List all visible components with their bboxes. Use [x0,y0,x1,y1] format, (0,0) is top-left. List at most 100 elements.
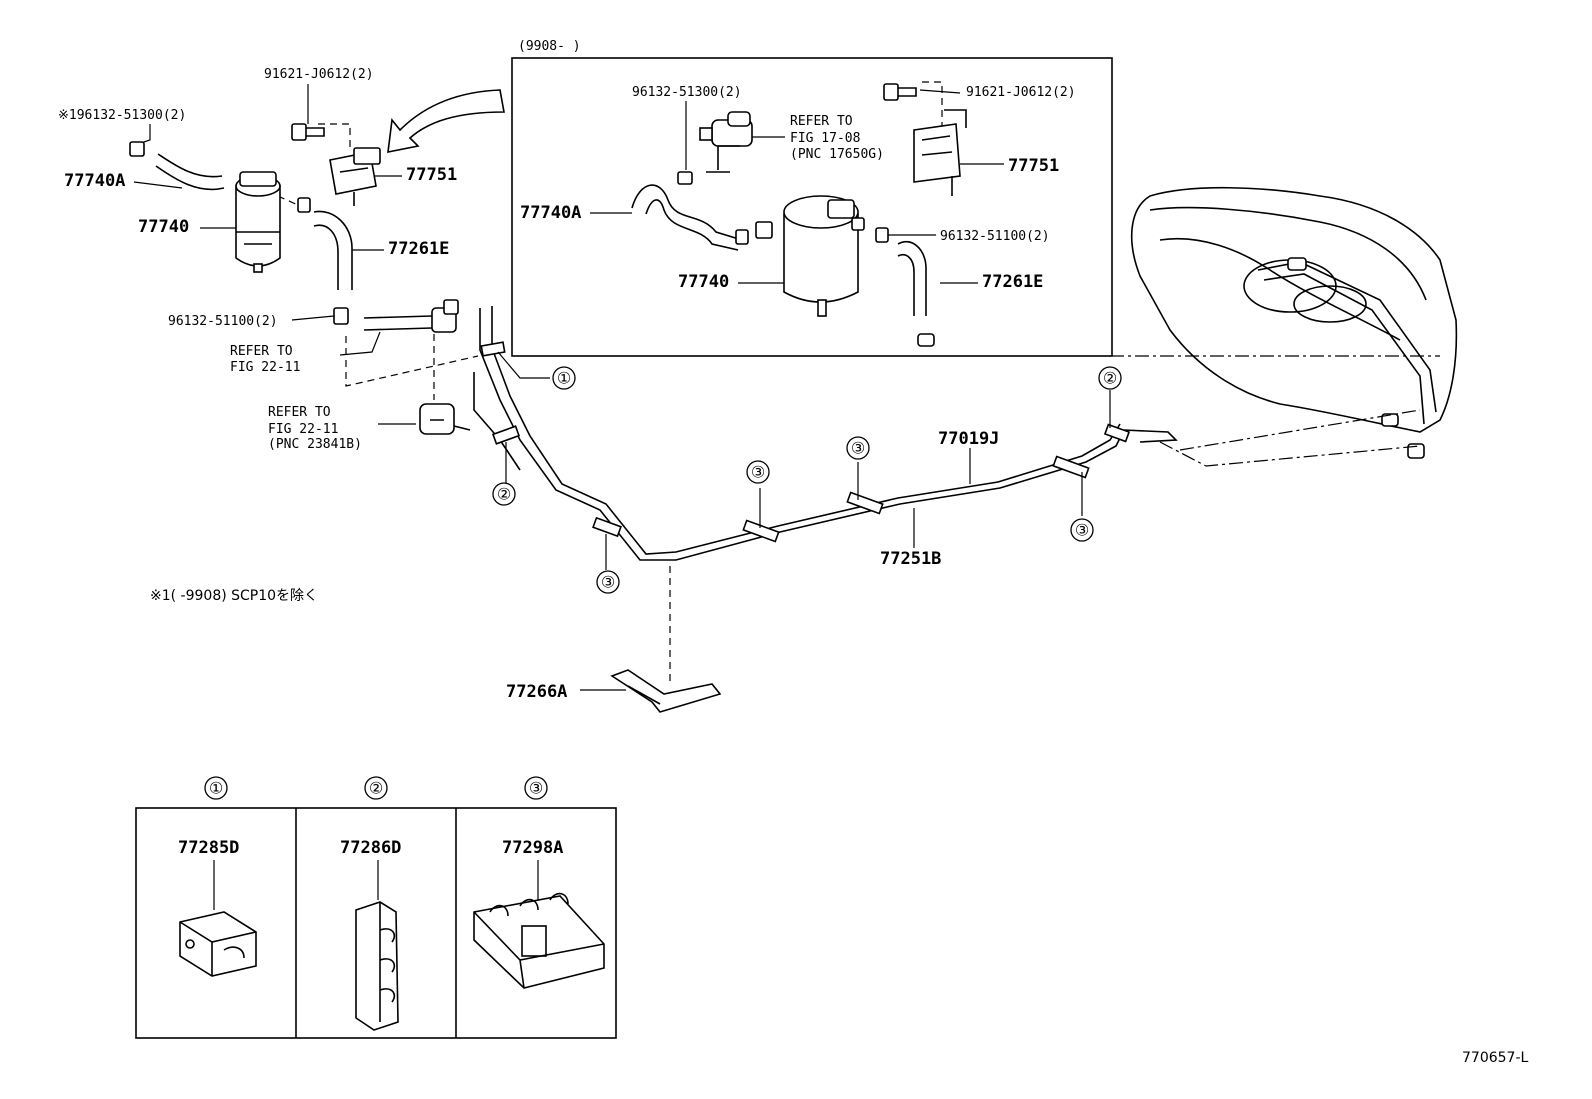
main-upper-group: 91621-J0612(2) ※196132-51300(2) 77740A 7… [58,67,505,452]
clamp-part-label: 77285D [178,838,239,858]
svg-text:②: ② [1103,369,1117,388]
main-clamp-b-icon [333,307,349,325]
callout-circle-3: ③ [596,570,620,594]
inset-hose-e [897,241,935,347]
tube-j-label: 77019J [938,429,999,449]
svg-text:③: ③ [851,439,865,458]
clamp-table-header-2: ② [364,776,388,800]
svg-text:③: ③ [751,463,765,482]
tube-clamp-3 [592,516,622,538]
main-clamp-b-label: 96132-51100(2) [168,314,278,329]
svg-text:②: ② [497,485,511,504]
inset-frame [511,57,1113,357]
main-hose-a-label: 77740A [64,171,125,191]
inset-hose-e-label: 77261E [982,272,1043,292]
callout-circle-1: ① [552,366,576,390]
main-leader [133,181,183,189]
tube-clamp-1 [480,341,506,357]
callout-leader [497,351,550,379]
clamp-part-label: 77286D [340,838,401,858]
tank-connection-dashdot [1159,409,1421,467]
fuel-tube-group: 77019J 77251B ① ② ③ ③ ③ ③ ② [473,306,1178,686]
inset-bracket-label: 77751 [1008,156,1059,176]
inset-refer-line1: REFER TO [790,114,853,129]
direction-arrow-icon [387,89,505,154]
callout-circle-3: ③ [746,460,770,484]
fuel-tube-77019j [491,306,1121,555]
tube-end-fitting [1123,429,1178,443]
figure-id: 770657-L [1462,1050,1528,1066]
bracket-a-label: 77266A [506,682,567,702]
svg-text:③: ③ [601,573,615,592]
main-hose-e-label: 77261E [388,239,449,259]
clamp-table-header-1: ① [204,776,228,800]
svg-text:②: ② [369,779,383,798]
inset-leader [919,89,961,94]
main-canister [235,171,281,273]
main-hose-a [155,153,225,191]
fuel-tube-77251b [479,308,1125,561]
tube-clamp-2 [1103,423,1131,443]
main-refer-b-line2: FIG 22-11 [268,422,338,437]
inset-clamp-a-label: 96132-51300(2) [632,85,742,100]
main-leader [137,124,151,145]
main-leader [339,331,381,356]
svg-text:③: ③ [529,779,543,798]
main-leader [345,336,479,387]
callout-circle-3: ③ [846,436,870,460]
bracket-77266a: 77266A [506,669,722,713]
inset-clamp-icon [677,171,693,185]
main-bracket-label: 77751 [406,165,457,185]
svg-text:①: ① [209,779,223,798]
svg-text:①: ① [557,369,571,388]
tube-b-label: 77251B [880,549,941,569]
fuel-tube-secondary [473,372,521,471]
clamp-table-header-3: ③ [524,776,548,800]
inset-refer-line2: FIG 17-08 [790,131,860,146]
clamp-part-label: 77298A [502,838,563,858]
main-leader [291,315,335,321]
inset-refer-line3: (PNC 17650G) [790,147,884,162]
main-vsv-icon [419,403,471,435]
main-bracket [329,147,381,206]
main-bolt-icon [291,123,325,141]
clamp-77286d-icon [355,901,399,1031]
inset-clamp-b-icon [875,227,889,243]
tube-clamp-3 [1052,455,1090,479]
main-leader [277,195,301,207]
inset-group: (9908- ) 96132-51300(2) 91621-J0612(2) R… [511,39,1113,357]
main-refer-a-line2: FIG 22-11 [230,360,300,375]
main-clamp-a-label: ※196132-51300(2) [58,108,186,123]
clamp-table: ① ② ③ 77285D 77286D 77298A [135,776,617,1039]
main-leader [318,123,351,150]
clamp-table-frame [135,807,617,1039]
clamp-77298a-icon [473,892,605,989]
main-canister-label: 77740 [138,217,189,237]
clamp-77285d-icon [179,911,257,977]
main-clamp-a-icon [129,141,145,157]
inset-canister-label: 77740 [678,272,729,292]
callout-circle-2: ② [492,482,516,506]
inset-vsv-valve [699,111,753,173]
inset-canister [755,195,865,317]
tube-clamp-3 [846,491,884,515]
footnote: ※1( -9908) SCP10を除く [150,588,318,604]
tube-clamp-2 [491,425,521,445]
inset-bracket [913,109,967,196]
fuel-tank [1130,186,1458,459]
callout-circle-2: ② [1098,366,1122,390]
main-refer-b-line3: (PNC 23841B) [268,437,362,452]
inset-bolt-label: 91621-J0612(2) [966,85,1076,100]
inset-leader [922,81,943,126]
inset-bolt-icon [883,83,917,101]
callout-circle-3: ③ [1070,518,1094,542]
tube-clamp-3 [742,519,780,543]
svg-text:③: ③ [1075,521,1089,540]
inset-hose-a [631,184,749,251]
main-bolt-label: 91621-J0612(2) [264,67,374,82]
main-small-clamp-icon [297,197,311,213]
inset-hose-a-label: 77740A [520,203,581,223]
inset-date-range: (9908- ) [518,39,581,54]
inset-clamp-b-label: 96132-51100(2) [940,229,1050,244]
